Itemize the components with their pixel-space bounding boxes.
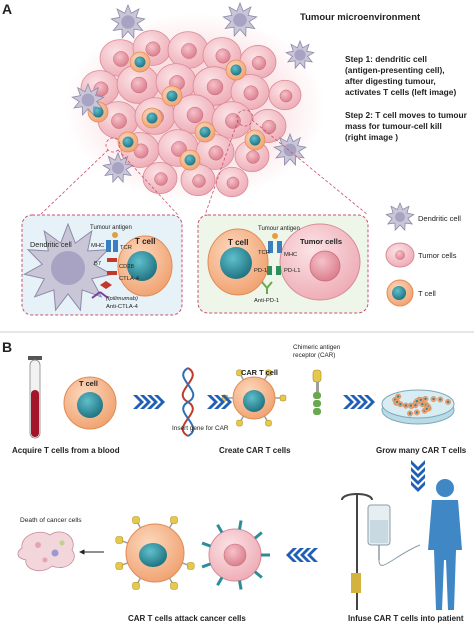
dendritic-cell <box>273 132 307 167</box>
t-cell-b-label: T cell <box>79 379 98 388</box>
t-cell <box>179 149 201 171</box>
tumor-cell <box>211 101 253 139</box>
svg-text:(antigen-presenting cell),: (antigen-presenting cell), <box>345 65 445 75</box>
car-receptor-label-1: Chimeric antigen <box>293 344 341 351</box>
tumor-cell <box>167 31 209 69</box>
mhc-label: MHC <box>91 243 104 249</box>
dendritic-cell-large <box>23 222 113 312</box>
zoom-connectors <box>39 109 369 216</box>
insert-gene-label: Insert gene for CAR <box>172 425 229 432</box>
tumor-cell-right <box>279 223 361 301</box>
dendritic-cell <box>222 1 258 38</box>
tumor-cell-attacked <box>201 520 270 590</box>
panel-a-title: Tumour microenvironment <box>300 12 421 23</box>
car-t-cell-create <box>221 369 287 427</box>
t-cell <box>161 85 183 107</box>
b7-label: B7 <box>94 261 101 267</box>
grow-label: Grow many CAR T cells <box>376 446 467 455</box>
dendritic-label-box: Dendritic cell <box>30 240 72 249</box>
t-cell <box>141 107 163 129</box>
tumor-cell <box>230 74 270 110</box>
svg-text:Step 1: dendritic cell: Step 1: dendritic cell <box>345 54 427 64</box>
legend-tumor-label: Tumor cells <box>418 251 457 260</box>
car-receptor-icon <box>312 369 322 415</box>
mhc-label-right: MHC <box>284 252 297 258</box>
dead-cancer-cell-icon <box>17 531 75 572</box>
dendritic-cell <box>285 39 315 70</box>
dendritic-cell <box>71 82 105 117</box>
patient-silhouette-icon <box>428 479 462 610</box>
attack-label: CAR T cells attack cancer cells <box>128 614 246 623</box>
death-label: Death of cancer cells <box>20 517 82 524</box>
arrow-to-car <box>207 395 232 409</box>
pdl1-label: PD-L1 <box>284 268 300 274</box>
t-cell <box>117 131 139 153</box>
petri-dish-icon <box>381 389 455 425</box>
t-cell-left <box>117 235 173 297</box>
blood-tube <box>28 356 42 439</box>
tumour-cluster <box>71 1 315 198</box>
legend-tcell-icon <box>386 279 414 307</box>
car-t-cell-label: CAR T cell <box>241 368 278 377</box>
legend-tumor-icon <box>385 242 415 268</box>
ipilimumab-label: (Ipilimumab) <box>106 296 138 302</box>
tumor-cell <box>116 64 160 104</box>
cd28-label: CD28 <box>119 264 134 270</box>
acquire-label: Acquire T cells from a blood <box>12 446 120 455</box>
tumor-cell <box>192 66 236 106</box>
car-t-cell-attack <box>115 516 195 590</box>
pd1-label: PD-1 <box>254 268 267 274</box>
t-cell-label-right: T cell <box>228 238 248 247</box>
panel-a-letter: A <box>2 1 12 17</box>
t-cell <box>194 121 216 143</box>
t-cell <box>244 129 266 151</box>
tumor-cell <box>268 79 302 111</box>
svg-text:mass for tumour-cell kill: mass for tumour-cell kill <box>345 121 442 131</box>
t-cell <box>129 51 151 73</box>
dendritic-cell <box>110 3 146 40</box>
t-cell <box>225 59 247 81</box>
arrow-to-dna <box>133 395 165 409</box>
tcr-label-right: TCR <box>258 250 270 256</box>
legend-dendritic-icon <box>385 201 415 232</box>
iv-drip-icon <box>341 493 421 610</box>
t-cell-right <box>207 228 269 296</box>
dendritic-cell <box>102 151 134 184</box>
svg-text:(right image ): (right image ) <box>345 132 398 142</box>
svg-text:after digesting tumour,: after digesting tumour, <box>345 76 436 86</box>
tumor-cell <box>239 45 277 79</box>
panel-b-letter: B <box>2 339 12 355</box>
tumour-antigen-label-left: Tumour antigen <box>90 225 132 231</box>
tumour-antigen-label-right: Tumour antigen <box>258 226 300 232</box>
tumor-cell <box>180 163 216 197</box>
tcr-label-left: TCR <box>120 245 132 251</box>
infuse-label: Infuse CAR T cells into patient <box>348 614 464 623</box>
svg-text:activates T cells (left image): activates T cells (left image) <box>345 87 456 97</box>
arrow-to-attack <box>286 548 318 562</box>
svg-text:Step 2: T cell moves to tumour: Step 2: T cell moves to tumour <box>345 110 468 120</box>
ctla4-label: CTLA-4 <box>119 276 140 282</box>
arrow-to-dish <box>343 395 375 409</box>
tumor-cell <box>215 166 249 198</box>
legend-dendritic-label: Dendritic cell <box>418 214 461 223</box>
anti-ctla4-label: Anti-CTLA-4 <box>106 304 139 310</box>
receptors-left <box>91 232 118 299</box>
create-label: Create CAR T cells <box>219 446 291 455</box>
step-2-text: Step 2: T cell moves to tumour mass for … <box>345 110 468 142</box>
receptors-right <box>261 233 282 294</box>
legend: Dendritic cell Tumor cells T cell <box>385 201 461 307</box>
step-1-text: Step 1: dendritic cell (antigen-presenti… <box>345 54 456 97</box>
arrow-down <box>411 460 425 492</box>
t-cell-label-left: T cell <box>135 237 155 246</box>
t-cell-b <box>63 376 117 430</box>
anti-pd1-label: Anti-PD-1 <box>254 298 279 304</box>
dna-helix-icon <box>181 367 195 437</box>
legend-tcell-label: T cell <box>418 289 436 298</box>
tumor-cell <box>142 161 178 195</box>
tumor-cells-label-right: Tumor cells <box>300 237 342 246</box>
car-receptor-label-2: receptor (CAR) <box>293 352 335 359</box>
